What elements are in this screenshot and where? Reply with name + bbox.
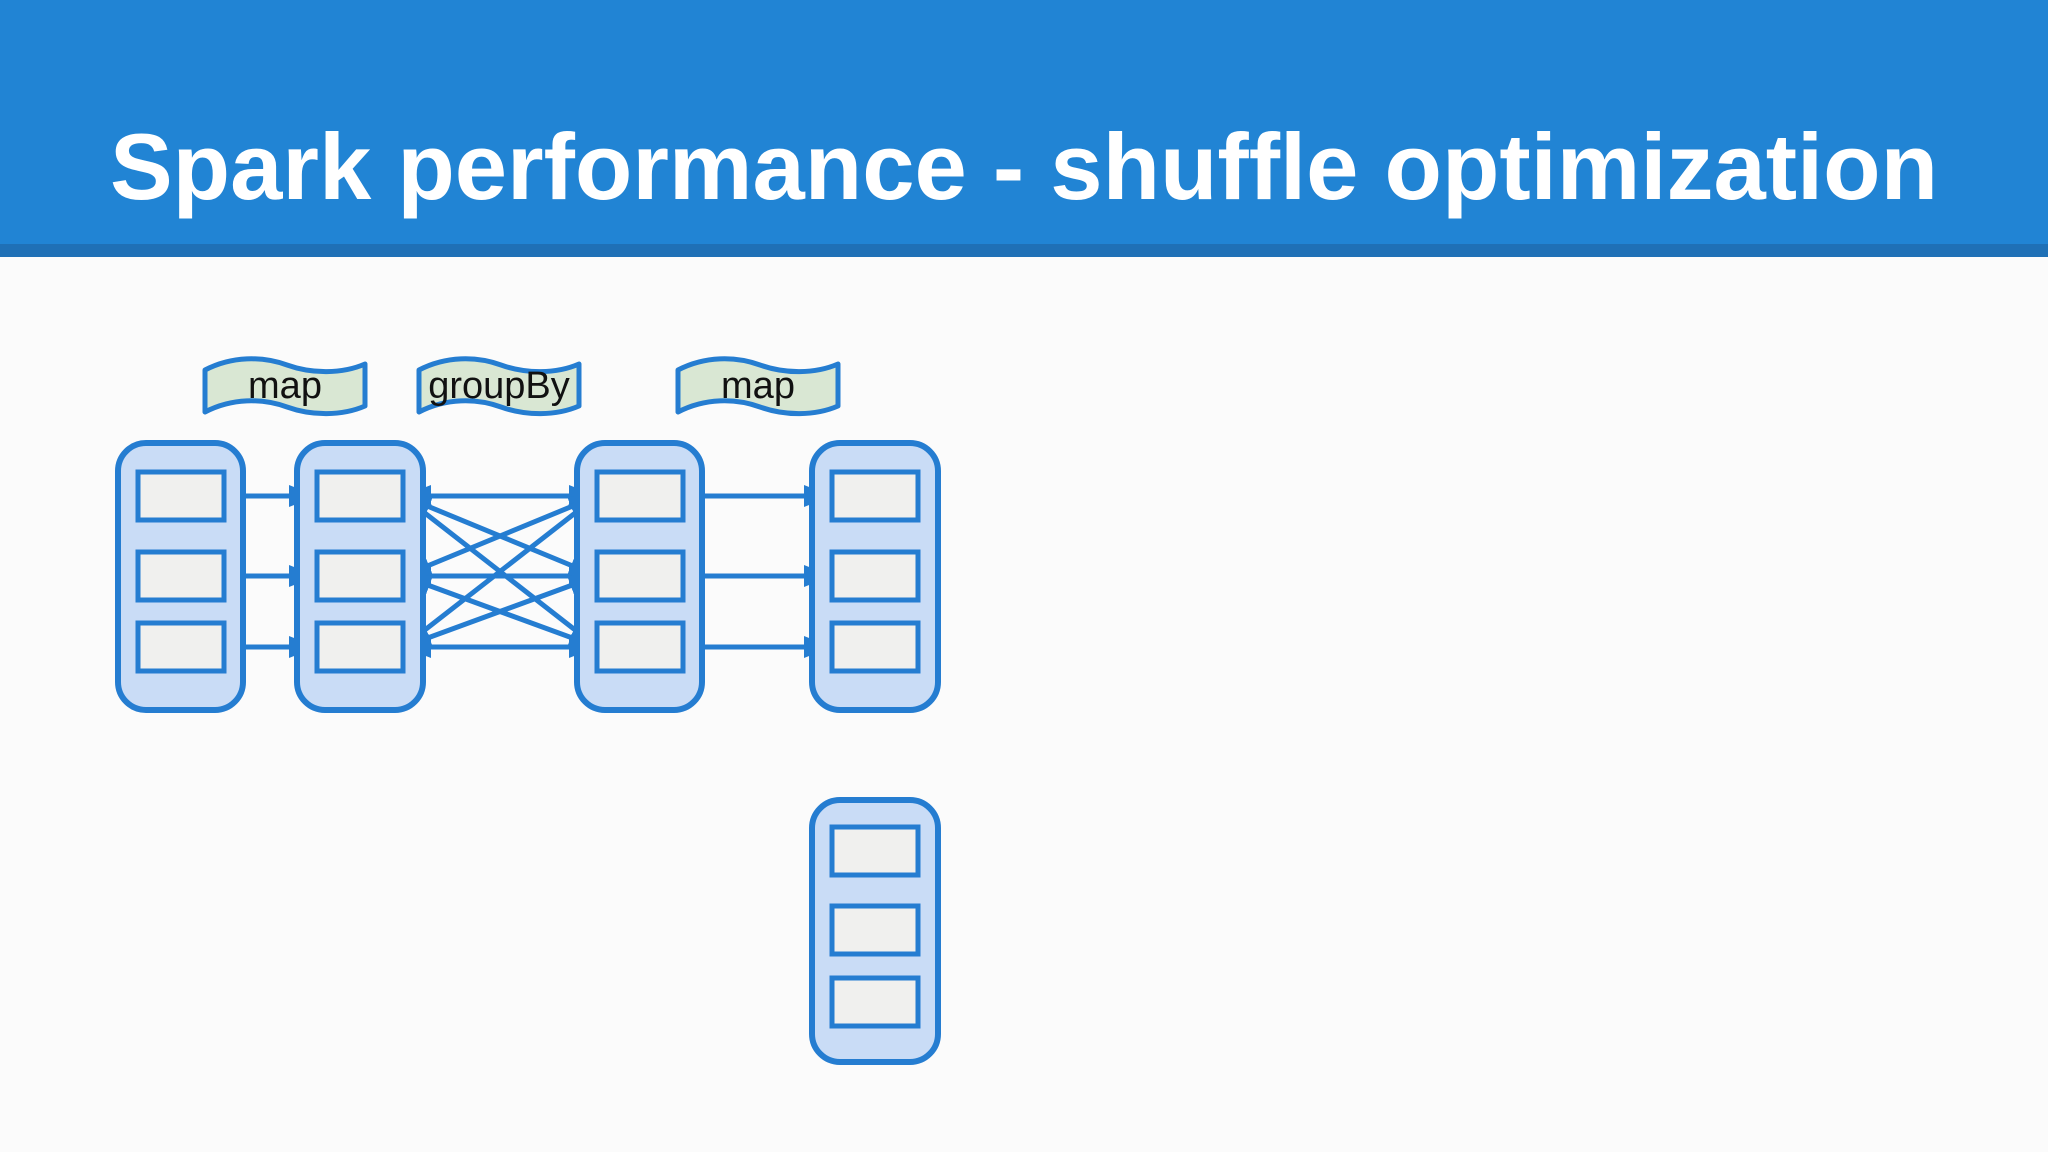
shuffle-arrows — [401, 485, 599, 658]
wave-banner-shape — [202, 356, 368, 417]
stage-label-text: map — [721, 365, 795, 407]
slide-header: Spark performance - shuffle optimization — [0, 0, 2048, 257]
partition-cell — [829, 903, 921, 957]
stage-label-map-2: map — [675, 356, 841, 417]
partition-cell — [594, 549, 686, 603]
stage-label-groupby: groupBy — [416, 356, 582, 417]
partition-cell — [314, 469, 406, 523]
partition-cell — [829, 549, 921, 603]
rdd-column-4 — [809, 440, 941, 713]
wave-banner-shape — [675, 356, 841, 417]
stage-label-text: map — [248, 365, 322, 407]
partition-cell — [135, 549, 227, 603]
partition-cell — [135, 469, 227, 523]
rdd-column-3 — [574, 440, 705, 713]
partition-cell — [594, 620, 686, 674]
partition-cell — [829, 975, 921, 1029]
partition-cell — [829, 824, 921, 878]
rdd-column-1 — [115, 440, 246, 713]
partition-cell — [314, 549, 406, 603]
partition-cell — [314, 620, 406, 674]
rdd-column-detached — [809, 797, 941, 1065]
stage-label-text: groupBy — [428, 365, 570, 407]
partition-cell — [829, 469, 921, 523]
partition-cell — [594, 469, 686, 523]
partition-cell — [135, 620, 227, 674]
wave-banner-shape — [416, 356, 582, 417]
shuffle-arrow — [402, 573, 598, 650]
stage-label-map-1: map — [202, 356, 368, 417]
map-arrows-2 — [684, 485, 832, 658]
slide-title: Spark performance - shuffle optimization — [109, 114, 1939, 219]
partition-cell — [829, 620, 921, 674]
rdd-column-2 — [294, 440, 426, 713]
